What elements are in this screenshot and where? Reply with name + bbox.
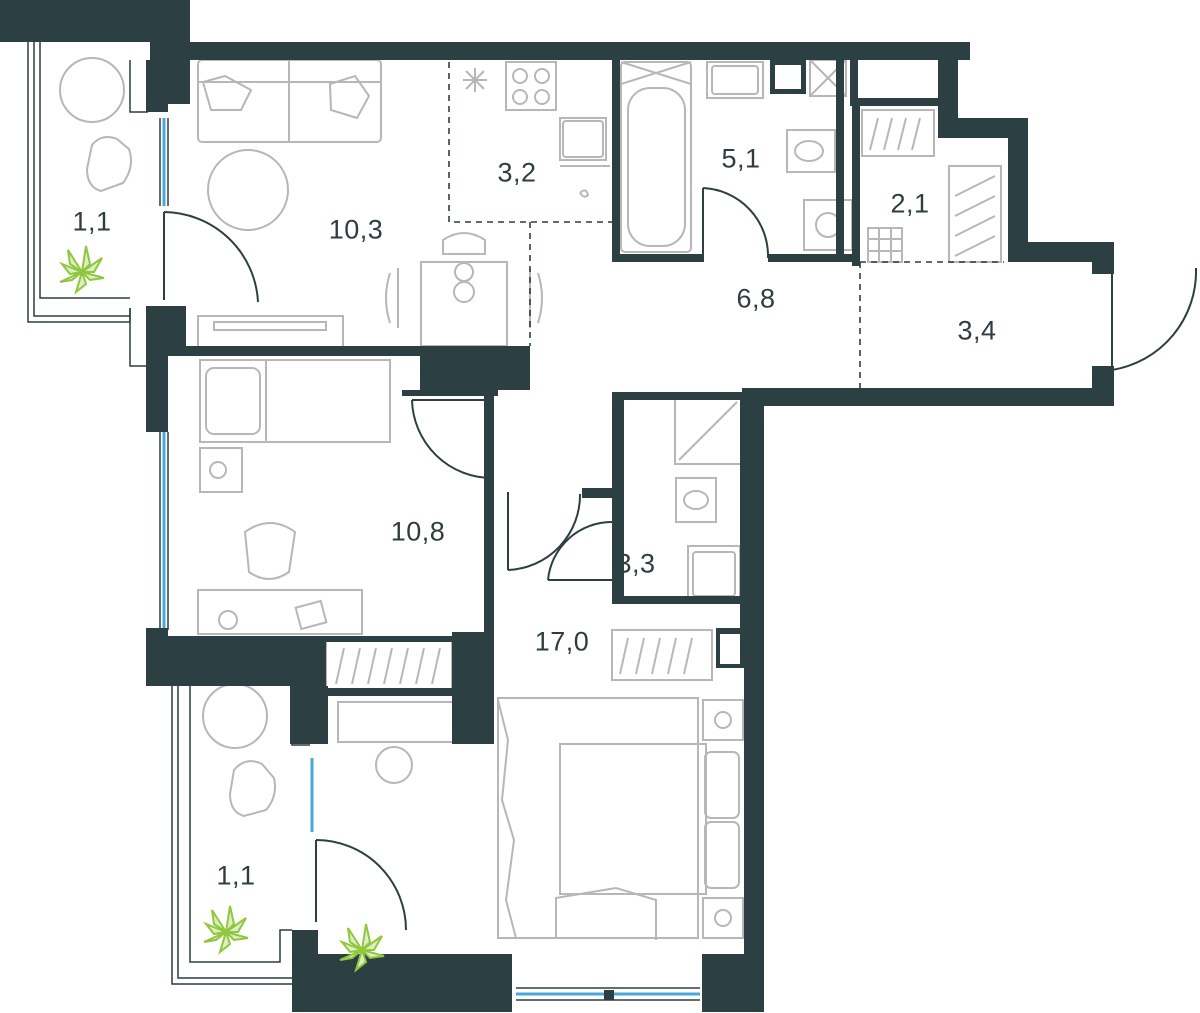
- room-area-living: 10,3: [328, 214, 384, 245]
- bathroom-door: [702, 187, 770, 259]
- bedroom-door: [411, 399, 493, 479]
- nightstand-icon: [199, 447, 243, 493]
- bedside-table-icon: [702, 699, 744, 741]
- room-area-bathroom: 5,1: [721, 143, 761, 174]
- balcony-door-bottom: [315, 839, 407, 931]
- doors: [163, 187, 1198, 931]
- balcony-chair-icon: [85, 136, 132, 193]
- room-area-balcony-bottom: 1,1: [216, 860, 256, 891]
- desk-chair-icon: [243, 522, 297, 580]
- wc-door: [547, 520, 613, 581]
- bedroom-desk-icon: [337, 701, 454, 743]
- storage-shelf-icon: [861, 109, 935, 157]
- water-heater-icon: [867, 227, 903, 263]
- balcony-table-bottom-icon: [202, 683, 268, 749]
- room-area-bedroom-small: 10,8: [390, 516, 446, 547]
- room-area-storage: 2,1: [890, 188, 930, 219]
- room-area-kitchen: 3,2: [497, 157, 537, 188]
- stove-icon: [505, 61, 557, 111]
- balcony-table-icon: [59, 57, 125, 123]
- walls: [0, 0, 1114, 1012]
- zone-dividers: [448, 62, 1004, 388]
- plants: [58, 245, 385, 973]
- room-area-bedroom-main: 17,0: [534, 626, 590, 657]
- washing-machine-icon: [803, 199, 853, 251]
- balcony-door-top: [163, 211, 259, 303]
- single-bed-icon: [199, 359, 391, 443]
- hood-icon: [463, 68, 487, 92]
- double-bed-icon: [497, 697, 699, 939]
- room-area-wc: 3,3: [616, 548, 656, 579]
- coffee-table-icon: [207, 149, 289, 231]
- entrance-door: [1111, 267, 1198, 371]
- wc-toilet-icon: [675, 477, 717, 523]
- balcony-chair-bottom-icon: [228, 760, 276, 818]
- plant-icon-bottom-right: [338, 923, 385, 973]
- room-area-balcony-top: 1,1: [72, 206, 112, 237]
- bathtub-icon: [620, 61, 692, 253]
- stool-icon: [375, 746, 413, 784]
- desk-icon: [197, 589, 363, 635]
- wc-sink-icon: [687, 545, 741, 603]
- plant-icon-bottom-left: [202, 905, 249, 955]
- balcony-railings: [27, 42, 310, 985]
- plant-icon-top: [58, 245, 105, 295]
- hall-wardrobe-icon: [611, 629, 713, 681]
- bath-sink-icon: [706, 61, 764, 99]
- room-area-hall: 6,8: [736, 283, 776, 314]
- kitchen-sink-icon: [559, 117, 607, 161]
- tv-console-icon: [197, 315, 344, 349]
- dining-table-icon: [420, 261, 508, 347]
- closet-door: [507, 492, 582, 571]
- furniture-layer: [59, 57, 1002, 940]
- toilet-icon: [786, 129, 836, 173]
- room-area-entrance: 3,4: [957, 315, 997, 346]
